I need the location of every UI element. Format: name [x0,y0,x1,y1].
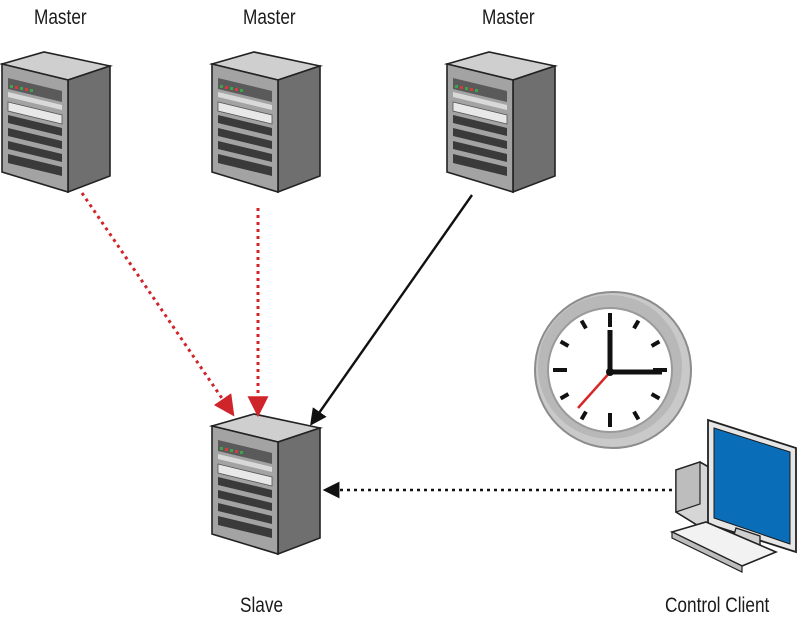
desktop-computer-icon [669,418,797,573]
slave-server-icon [211,413,321,555]
master-server-3-icon [446,51,556,193]
master-server-1-icon [1,51,111,193]
control-client-label: Control Client [665,594,770,617]
master-1-label: Master [34,6,87,29]
master-1-to-slave-link [80,192,235,417]
master-server-2-icon [211,51,321,193]
clock-icon [534,291,692,449]
master-3-label: Master [482,6,535,29]
slave-label: Slave [240,594,284,617]
master-2-label: Master [243,6,296,29]
master-3-to-slave-link [310,194,473,426]
